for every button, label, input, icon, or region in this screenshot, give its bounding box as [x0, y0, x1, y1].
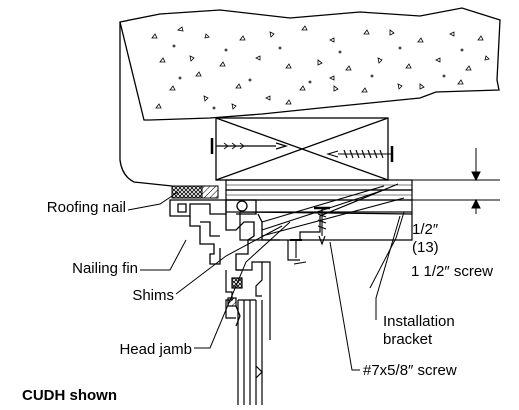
- long-screw: [326, 146, 394, 162]
- caption: CUDH shown: [22, 387, 117, 404]
- label-dimension-metric: (13): [412, 239, 439, 256]
- label-head-jamb: Head jamb: [119, 341, 192, 358]
- label-long-screw: 1 1/2″ screw: [411, 263, 494, 280]
- frame-profile: [169, 199, 280, 271]
- label-shims: Shims: [132, 287, 174, 304]
- label-dimension-fraction: 1/2″: [412, 221, 439, 238]
- installation-bracket: [287, 183, 399, 261]
- sash: [237, 299, 263, 405]
- wall-outline: [119, 22, 173, 187]
- roofing-nail: [210, 138, 289, 154]
- bracket-screw: [290, 239, 307, 265]
- label-nailing-fin: Nailing fin: [72, 260, 138, 277]
- concrete-lintel: [119, 7, 501, 121]
- dimension-marker: [412, 148, 500, 214]
- wood-buck: [215, 117, 389, 181]
- short-screw: [314, 206, 330, 246]
- label-installation-bracket-line1: Installation: [383, 313, 455, 330]
- label-short-screw: #7x5/8″ screw: [363, 362, 457, 379]
- leader-lines: [127, 191, 405, 371]
- label-installation-bracket-line2: bracket: [383, 331, 433, 348]
- label-roofing-nail: Roofing nail: [46, 199, 126, 216]
- sealant-bead: [171, 185, 219, 199]
- head-jamb: [225, 261, 271, 340]
- shims: [261, 185, 405, 237]
- concrete-aggregate: [151, 25, 490, 110]
